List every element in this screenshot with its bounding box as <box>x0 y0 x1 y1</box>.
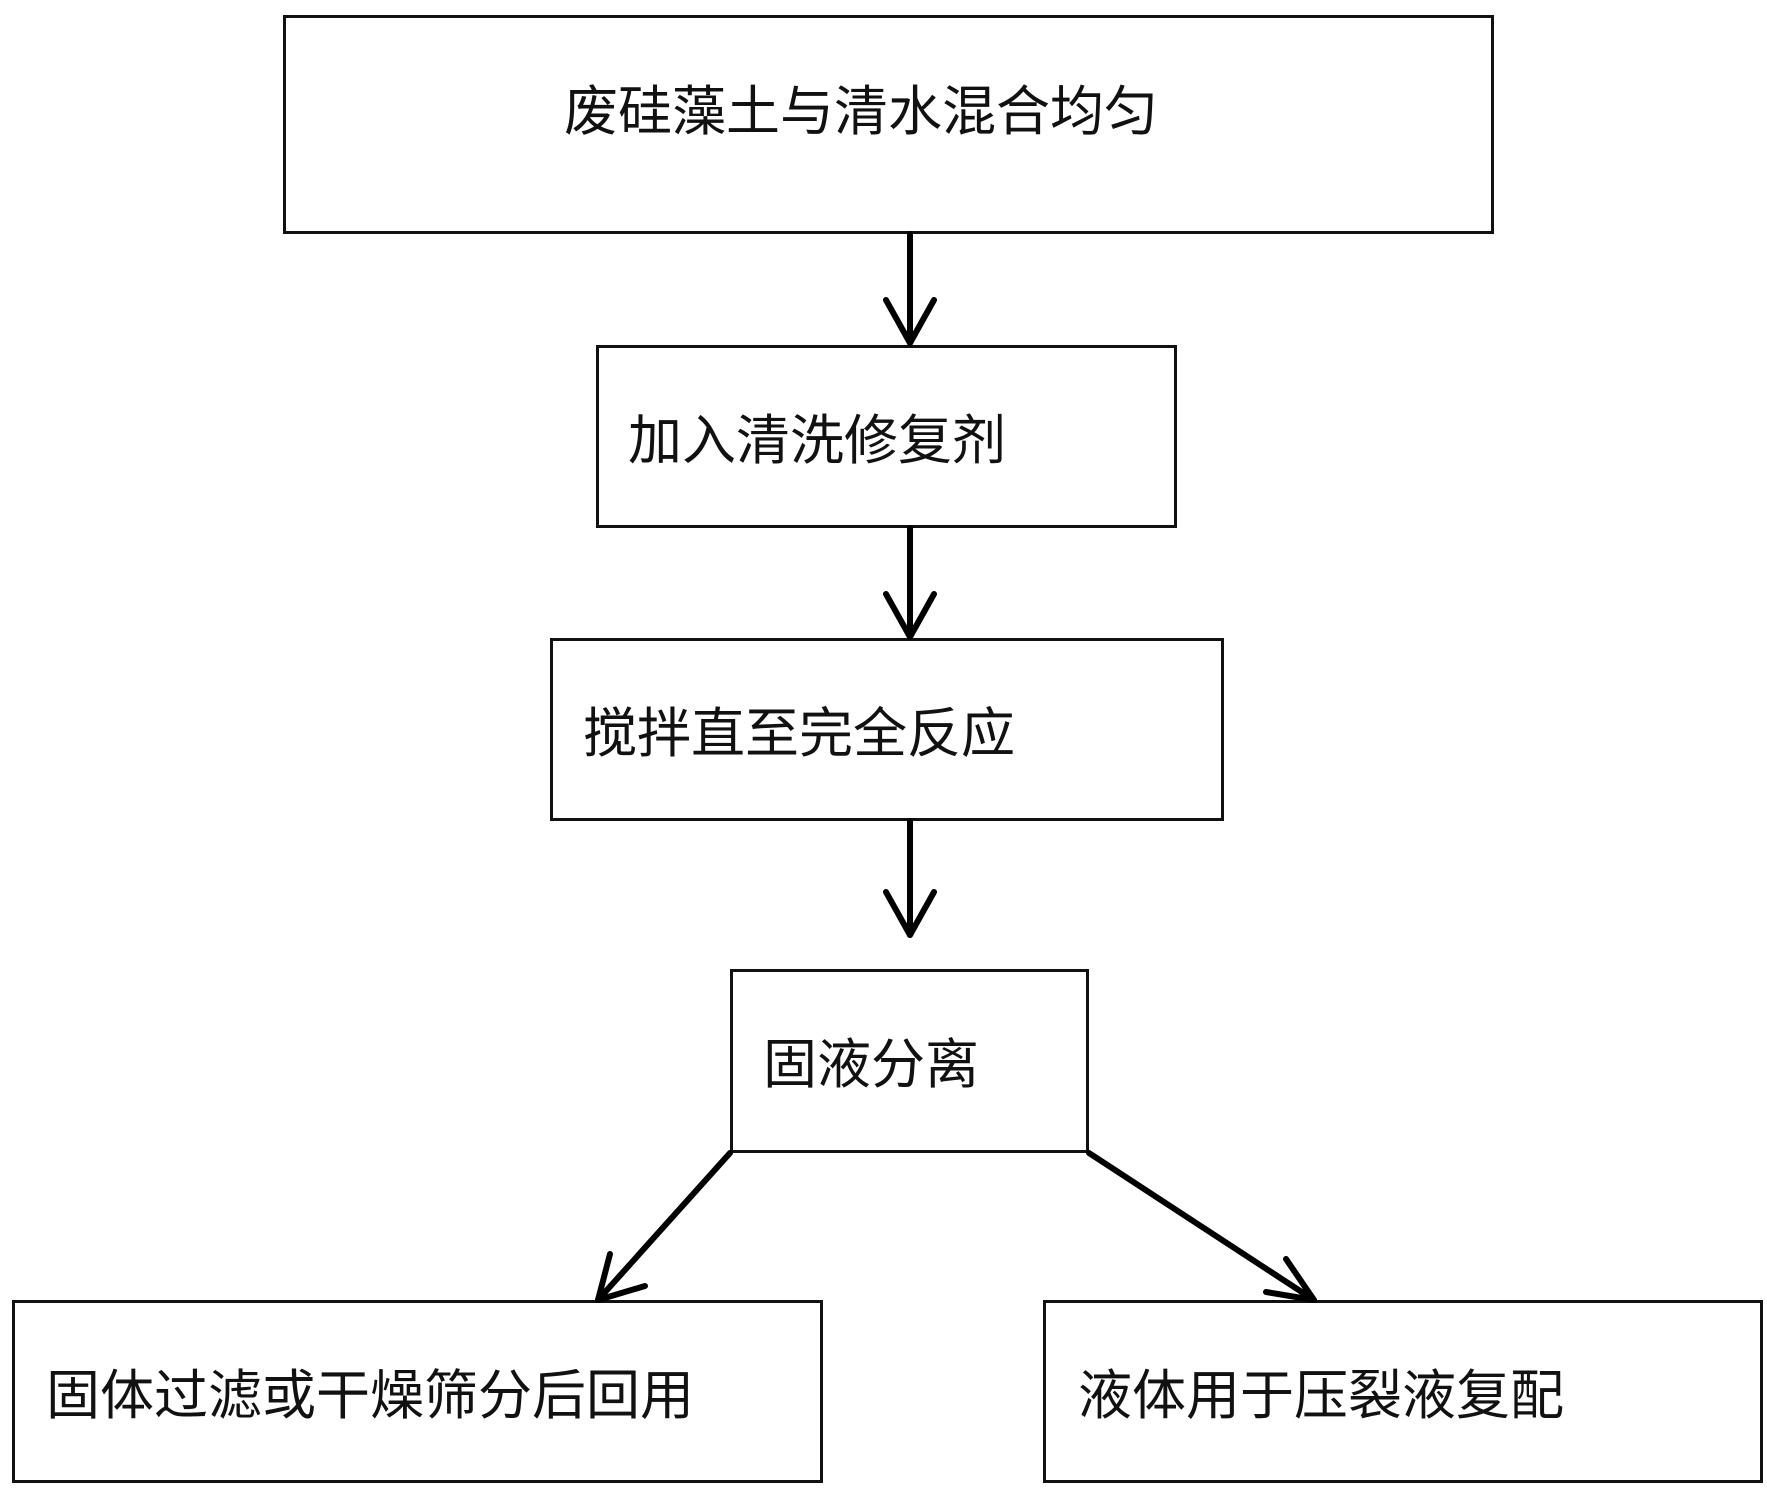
arrow-add-to-stir <box>883 525 937 640</box>
step-mix-box <box>283 15 1494 234</box>
step-solid-label: 固体过滤或干燥筛分后回用 <box>46 1364 694 1427</box>
step-liquid-label: 液体用于压裂液复配 <box>1078 1364 1564 1427</box>
arrow-separate-to-solid <box>595 1150 733 1303</box>
step-solid-box <box>12 1300 823 1483</box>
step-separate-label: 固液分离 <box>763 1033 979 1096</box>
arrow-stir-to-separate <box>883 818 937 938</box>
arrow-separate-to-liquid <box>1086 1150 1317 1303</box>
step-stir-box <box>550 638 1224 821</box>
step-stir-label: 搅拌直至完全反应 <box>583 702 1015 765</box>
step-add-label: 加入清洗修复剂 <box>628 409 1006 472</box>
step-mix-label: 废硅藻土与清水混合均匀 <box>564 80 1158 143</box>
step-separate-box <box>730 969 1089 1153</box>
step-liquid-box <box>1043 1300 1763 1483</box>
step-add-box <box>596 345 1177 528</box>
arrow-mix-to-add <box>883 231 937 346</box>
